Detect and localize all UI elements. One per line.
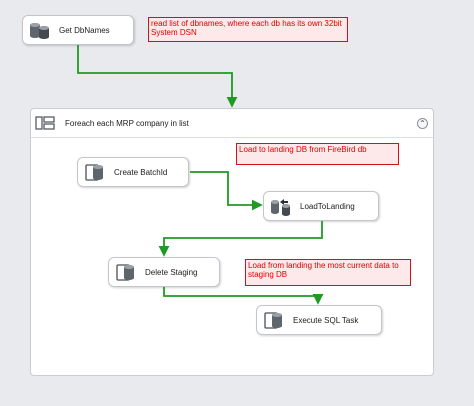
delete-staging-label: Delete Staging (145, 267, 198, 277)
execute-sql-label: Execute SQL Task (293, 315, 359, 325)
annotation-text: Load from landing the most current data … (248, 261, 399, 279)
load-to-landing-task[interactable]: LoadToLanding (263, 191, 379, 221)
foreach-loop-icon (35, 116, 55, 130)
chevron-up-icon: ⌃ (419, 118, 426, 128)
execute-sql-icon (85, 164, 103, 181)
annotation-read-dbnames[interactable]: read list of dbnames, where each db has … (148, 17, 348, 42)
delete-staging-task[interactable]: Delete Staging (108, 257, 220, 287)
create-batchid-label: Create BatchId (114, 167, 168, 177)
constraint-getdbnames-to-foreach[interactable] (77, 45, 238, 108)
get-dbnames-task[interactable]: Get DbNames (22, 15, 134, 45)
load-to-landing-label: LoadToLanding (300, 201, 355, 211)
execute-sql-icon (116, 264, 134, 281)
execute-sql-task[interactable]: Execute SQL Task (256, 305, 382, 335)
collapse-button[interactable]: ⌃ (417, 118, 428, 129)
annotation-text: Load to landing DB from FireBird db (239, 145, 367, 154)
constraint-staging-to-sql[interactable] (163, 287, 324, 305)
create-batchid-task[interactable]: Create BatchId (77, 157, 189, 187)
annotation-load-staging[interactable]: Load from landing the most current data … (245, 259, 411, 286)
execute-sql-icon (30, 23, 49, 39)
constraint-batchid-to-landing[interactable] (190, 171, 263, 211)
container-title: Foreach each MRP company in list (65, 118, 189, 128)
container-header: Foreach each MRP company in list (31, 109, 433, 138)
annotation-load-landing[interactable]: Load to landing DB from FireBird db (236, 143, 399, 165)
annotation-text: read list of dbnames, where each db has … (151, 19, 342, 37)
get-dbnames-label: Get DbNames (59, 25, 110, 35)
execute-sql-icon (264, 312, 282, 329)
constraint-landing-to-staging[interactable] (158, 221, 323, 257)
data-flow-icon (271, 199, 290, 216)
